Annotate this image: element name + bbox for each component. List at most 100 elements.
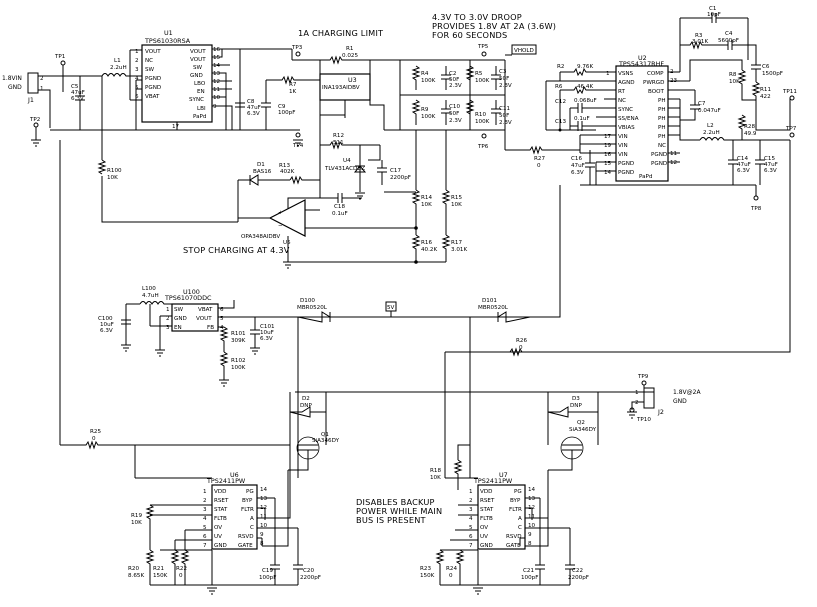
- svg-text:5: 5: [220, 316, 224, 322]
- svg-text:SYNC: SYNC: [189, 97, 204, 103]
- svg-text:TPS54317RHF: TPS54317RHF: [618, 60, 664, 68]
- svg-text:TPS2411PW: TPS2411PW: [206, 477, 246, 485]
- svg-text:FB: FB: [207, 325, 214, 331]
- svg-text:PH: PH: [658, 116, 666, 122]
- svg-text:RSVD: RSVD: [506, 534, 522, 540]
- resistor-r4: R4 100K: [411, 65, 436, 90]
- svg-text:15: 15: [213, 55, 221, 61]
- capacitor-c15: C15 47uF 6.3V: [755, 140, 778, 185]
- svg-text:50F: 50F: [499, 113, 509, 119]
- svg-text:STAT: STAT: [214, 507, 228, 513]
- svg-text:L1: L1: [114, 58, 121, 64]
- svg-text:D1: D1: [257, 162, 265, 168]
- svg-text:0: 0: [449, 573, 453, 579]
- svg-text:U6: U6: [230, 471, 239, 479]
- svg-text:R2: R2: [557, 64, 564, 70]
- svg-text:C17: C17: [390, 168, 401, 174]
- svg-text:47uF: 47uF: [71, 90, 85, 96]
- svg-text:C10: C10: [449, 104, 460, 110]
- chip-u4: U4 TLV431ACDBZ: [324, 158, 367, 182]
- svg-text:R8: R8: [729, 72, 737, 78]
- chip-u7: U7 TPS2411PW VDD RSET STAT FLTB OV UV GN…: [469, 471, 536, 550]
- testpoint-tp9: TP9: [637, 374, 649, 386]
- resistor-r22: R22 0: [176, 549, 190, 585]
- svg-text:VOUT: VOUT: [196, 316, 212, 322]
- svg-text:9.76K: 9.76K: [577, 64, 593, 70]
- capacitor-c22: C22 2200pF: [565, 528, 589, 585]
- svg-text:16: 16: [213, 47, 221, 53]
- resistor-r20: R20 8.65K: [128, 549, 155, 585]
- svg-text:VBAT: VBAT: [198, 307, 213, 313]
- svg-text:UV: UV: [480, 534, 488, 540]
- svg-text:C: C: [518, 525, 522, 531]
- svg-text:10K: 10K: [430, 475, 441, 481]
- inductor-l100: L100 4.7uH: [139, 286, 172, 305]
- svg-text:C9: C9: [278, 104, 286, 110]
- svg-text:100K: 100K: [231, 365, 246, 371]
- svg-text:VHOLD: VHOLD: [514, 48, 534, 54]
- svg-text:16: 16: [604, 152, 612, 158]
- svg-text:EN: EN: [174, 325, 182, 331]
- j2-ref: J2: [657, 408, 664, 416]
- svg-text:50F: 50F: [449, 77, 459, 83]
- svg-text:10K: 10K: [107, 175, 118, 181]
- svg-text:1: 1: [166, 307, 170, 313]
- svg-text:10uF: 10uF: [260, 330, 274, 336]
- svg-text:D101: D101: [482, 298, 497, 304]
- capacitor-c21: C21 100pF: [521, 498, 545, 585]
- svg-text:422: 422: [760, 94, 771, 100]
- svg-text:GND: GND: [190, 73, 203, 79]
- svg-text:COMP: COMP: [647, 71, 664, 77]
- resistor-r10: R10 100K: [465, 99, 490, 125]
- capacitor-c16: C16 47uF 6.3V: [571, 150, 595, 185]
- svg-text:BYP: BYP: [242, 498, 253, 504]
- svg-text:3: 3: [166, 325, 170, 331]
- svg-text:PGND: PGND: [651, 161, 667, 167]
- svg-text:C18: C18: [334, 204, 345, 210]
- svg-text:6.3V: 6.3V: [260, 336, 273, 342]
- svg-text:10pF: 10pF: [707, 12, 721, 18]
- svg-text:6.3V: 6.3V: [571, 170, 584, 176]
- svg-text:0: 0: [179, 573, 183, 579]
- svg-text:10: 10: [213, 95, 221, 101]
- testpoint-tp1: TP1: [54, 54, 66, 66]
- svg-text:TP1: TP1: [54, 54, 66, 60]
- svg-text:D2: D2: [302, 396, 310, 402]
- svg-text:GND: GND: [480, 543, 493, 549]
- svg-text:U100: U100: [183, 288, 200, 296]
- svg-text:10uF: 10uF: [100, 322, 114, 328]
- svg-text:BYP: BYP: [510, 498, 521, 504]
- svg-text:PG: PG: [514, 489, 522, 495]
- svg-text:C100: C100: [98, 316, 113, 322]
- svg-text:2200pF: 2200pF: [390, 175, 411, 181]
- resistor-r6: R6 46.4K: [555, 84, 596, 95]
- svg-text:FLTB: FLTB: [480, 516, 493, 522]
- svg-text:TP10: TP10: [636, 417, 651, 423]
- svg-text:R10: R10: [475, 112, 486, 118]
- chip-u5: + − U5 OPA348AIDBV: [241, 199, 306, 246]
- capacitor-c100: C100 10uF 6.3V: [98, 316, 131, 345]
- resistor-r2: R2 9.76K: [557, 64, 596, 77]
- transistor-q1: Q1 SiA346DY: [288, 412, 340, 471]
- ground-symbol: [121, 344, 131, 352]
- ground-symbol: [293, 139, 303, 147]
- svg-text:0.1uF: 0.1uF: [574, 116, 590, 122]
- svg-text:6.3V: 6.3V: [737, 168, 750, 174]
- svg-text:C1: C1: [709, 6, 717, 12]
- diode-d100: D100 MBR0520L: [297, 298, 370, 323]
- svg-text:OV: OV: [214, 525, 222, 531]
- svg-text:13: 13: [213, 71, 221, 77]
- svg-text:NC: NC: [145, 58, 153, 64]
- svg-text:C: C: [250, 525, 254, 531]
- capacitor-c9: C9 100pF: [261, 100, 295, 130]
- svg-text:47uF: 47uF: [764, 162, 778, 168]
- svg-text:3.01K: 3.01K: [692, 39, 708, 45]
- svg-text:RSET: RSET: [480, 498, 495, 504]
- note-disables-1: DISABLES BACKUP: [356, 497, 435, 507]
- svg-text:10K: 10K: [421, 202, 432, 208]
- svg-text:C22: C22: [572, 568, 583, 574]
- svg-text:PaPd: PaPd: [193, 114, 207, 120]
- svg-text:C14: C14: [737, 156, 748, 162]
- svg-text:2: 2: [40, 76, 44, 82]
- resistor-r12: R12 511: [320, 133, 380, 150]
